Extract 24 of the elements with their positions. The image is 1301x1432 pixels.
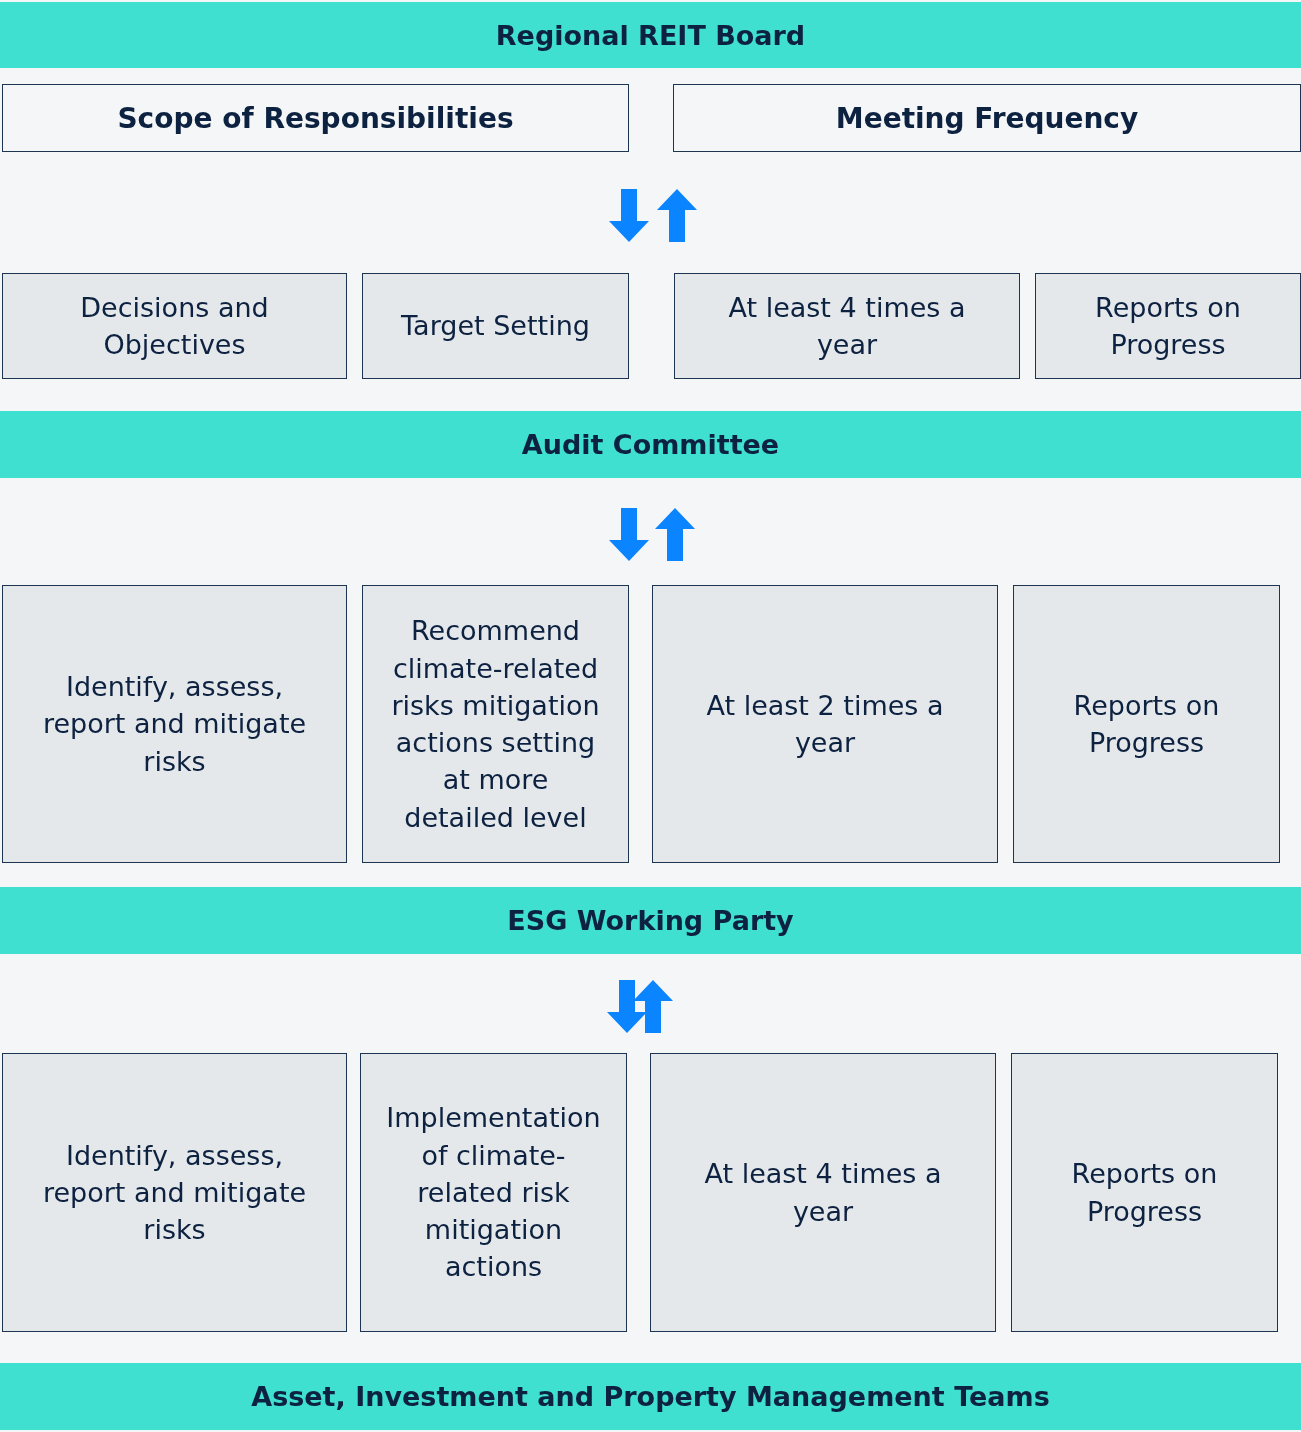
info-box: At least 2 times a year [652, 585, 998, 863]
info-box: Identify, assess, report and mitigate risks [2, 585, 347, 863]
level-band: Audit Committee [0, 411, 1301, 478]
block-arrow [607, 980, 647, 1033]
info-box: Reports on Progress [1013, 585, 1280, 863]
block-arrow [655, 508, 695, 561]
block-arrow [609, 508, 649, 561]
info-box: Reports on Progress [1035, 273, 1301, 379]
info-box: Implementation of climate-related risk mitigation actions [360, 1053, 627, 1332]
info-box: At least 4 times a year [650, 1053, 996, 1332]
info-box: Target Setting [362, 273, 629, 379]
info-box: Identify, assess, report and mitigate risks [2, 1053, 347, 1332]
block-arrow [657, 189, 697, 242]
block-arrow [633, 980, 673, 1033]
column-header: Scope of Responsibilities [2, 84, 629, 152]
info-box: Recommend climate-related risks mitigation actions setting at more detailed level [362, 585, 629, 863]
level-band: Asset, Investment and Property Management Teams [0, 1363, 1301, 1430]
level-band: Regional REIT Board [0, 2, 1301, 68]
level-band: ESG Working Party [0, 887, 1301, 954]
info-box: Reports on Progress [1011, 1053, 1278, 1332]
block-arrow [609, 189, 649, 242]
column-header: Meeting Frequency [673, 84, 1301, 152]
info-box: Decisions and Objectives [2, 273, 347, 379]
info-box: At least 4 times a year [674, 273, 1020, 379]
